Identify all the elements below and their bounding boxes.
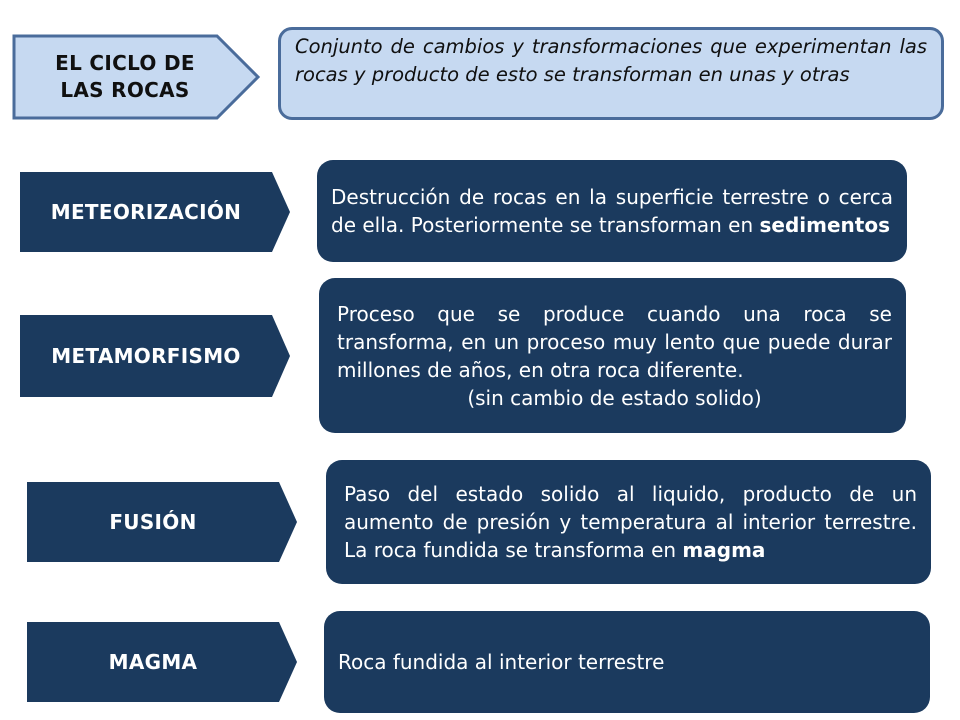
metamorfismo-arrow-shape <box>20 315 290 397</box>
fusion-arrow-shape <box>27 482 297 562</box>
cycle-definition-box: Conjunto de cambios y transformaciones q… <box>278 27 944 120</box>
magma-text: Roca fundida al interior terrestre <box>338 650 665 674</box>
meteorizacion-arrow-shape <box>20 172 290 252</box>
fusion-box: Paso del estado solido al liquido, produ… <box>326 460 931 584</box>
meteorizacion-keyword: sedimentos <box>759 213 891 237</box>
fusion-keyword: magma <box>682 538 766 562</box>
fusion-arrow: FUSIÓN <box>27 482 297 562</box>
magma-label: MAGMA <box>108 650 198 674</box>
magma-box: Roca fundida al interior terrestre <box>324 611 930 713</box>
metamorfismo-box: Proceso que se produce cuando una roca s… <box>319 278 906 433</box>
meteorizacion-text: Destrucción de rocas en la superficie te… <box>331 185 893 237</box>
title-arrow-shape <box>12 34 261 120</box>
meteorizacion-arrow: METEORIZACIÓN <box>20 172 290 252</box>
fusion-label: FUSIÓN <box>109 510 197 534</box>
meteorizacion-label: METEORIZACIÓN <box>50 200 242 224</box>
fusion-text: Paso del estado solido al liquido, produ… <box>344 482 917 562</box>
metamorfismo-label: METAMORFISMO <box>51 344 241 368</box>
metamorfismo-arrow: METAMORFISMO <box>20 315 290 397</box>
metamorfismo-note: (sin cambio de estado solido) <box>467 385 762 410</box>
cycle-definition-text: Conjunto de cambios y transformaciones q… <box>295 35 927 86</box>
metamorfismo-text: Proceso que se produce cuando una roca s… <box>337 301 892 410</box>
magma-arrow-shape <box>27 622 297 702</box>
magma-arrow: MAGMA <box>27 622 297 702</box>
meteorizacion-box: Destrucción de rocas en la superficie te… <box>317 160 907 262</box>
